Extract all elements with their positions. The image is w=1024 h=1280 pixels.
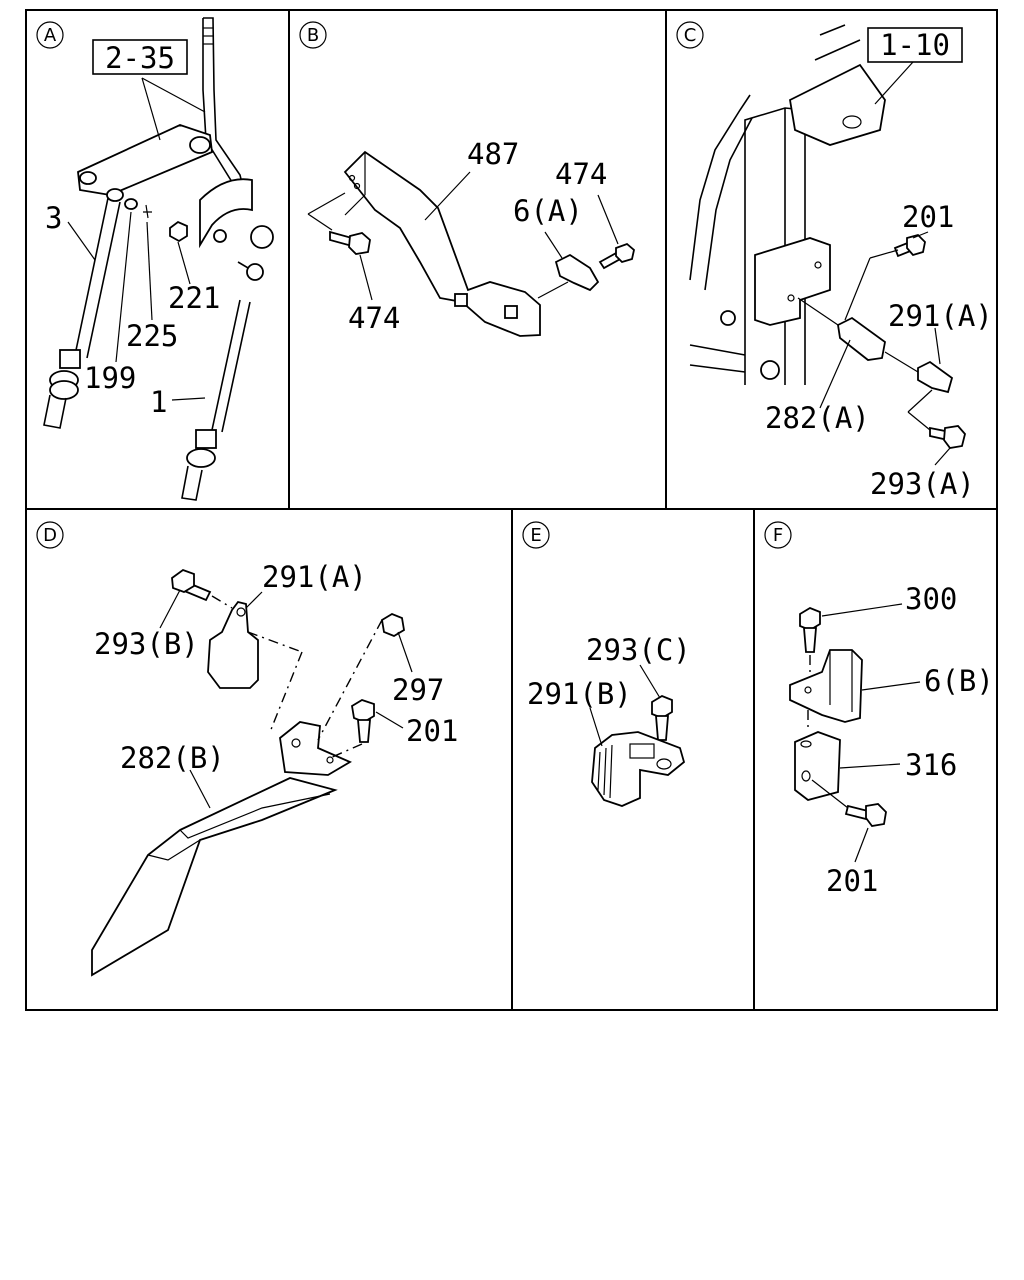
panel-a-letter: A <box>36 21 64 49</box>
label-d-201: 201 <box>406 714 458 748</box>
panel-a-drawing <box>43 17 274 501</box>
panel-e-drawing <box>589 664 686 807</box>
label-f-6b: 6(B) <box>924 664 994 698</box>
svg-text:1-10: 1-10 <box>880 28 950 62</box>
panel-d-letter: D <box>36 521 64 549</box>
label-a-3: 3 <box>45 201 62 235</box>
label-d-293b: 293(B) <box>94 627 199 661</box>
label-e-293c: 293(C) <box>586 633 691 667</box>
panel-f-drawing <box>789 603 921 863</box>
label-e-291b: 291(B) <box>527 677 632 711</box>
svg-text:D: D <box>43 525 57 546</box>
label-b-487: 487 <box>467 137 519 171</box>
panel-a-ref-box: 2-35 <box>92 39 188 75</box>
svg-text:C: C <box>684 25 697 46</box>
label-d-297: 297 <box>392 673 444 707</box>
label-d-282b: 282(B) <box>120 741 225 775</box>
label-c-291a: 291(A) <box>888 299 993 333</box>
svg-text:F: F <box>773 525 783 546</box>
panel-b-drawing <box>307 150 635 337</box>
panel-frames <box>25 9 998 1011</box>
label-c-201: 201 <box>902 200 954 234</box>
label-b-6a: 6(A) <box>513 194 583 228</box>
svg-text:A: A <box>44 25 57 46</box>
label-a-221: 221 <box>168 281 220 315</box>
panel-d-drawing <box>91 568 413 977</box>
svg-text:B: B <box>307 25 319 46</box>
label-c-282a: 282(A) <box>765 401 870 435</box>
panel-b-letter: B <box>299 21 327 49</box>
panel-e-letter: E <box>522 521 550 549</box>
label-f-201: 201 <box>826 864 878 898</box>
label-f-316: 316 <box>905 748 957 782</box>
svg-text:E: E <box>530 525 541 546</box>
label-a-1: 1 <box>150 385 167 419</box>
svg-text:2-35: 2-35 <box>105 41 175 75</box>
label-d-291a: 291(A) <box>262 560 367 594</box>
panel-c-ref-box: 1-10 <box>867 27 963 63</box>
panel-c-letter: C <box>676 21 704 49</box>
label-a-199: 199 <box>84 361 136 395</box>
panel-c-drawing <box>689 24 966 466</box>
label-f-300: 300 <box>905 582 957 616</box>
panel-f-letter: F <box>764 521 792 549</box>
label-b-474-right: 474 <box>555 157 607 191</box>
label-c-293a: 293(A) <box>870 467 975 501</box>
label-b-474-left: 474 <box>348 301 400 335</box>
label-a-225: 225 <box>126 319 178 353</box>
